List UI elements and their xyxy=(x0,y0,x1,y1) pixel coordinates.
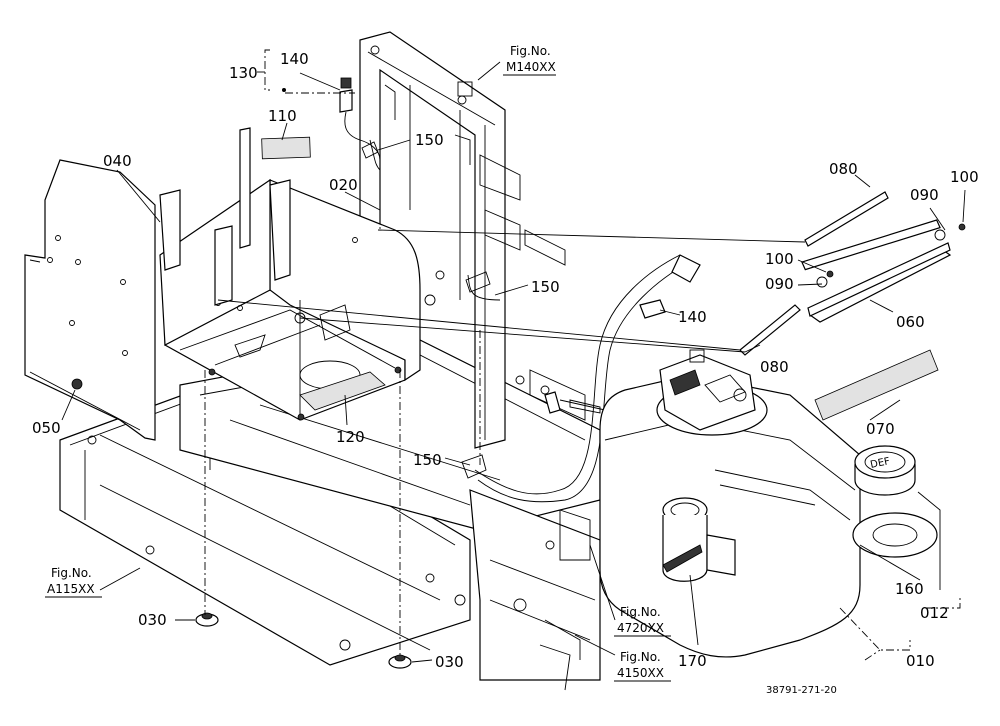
label-150-mid: 150 xyxy=(531,278,560,296)
label-170: 170 xyxy=(678,652,707,670)
label-160: 160 xyxy=(895,580,924,598)
harness xyxy=(461,254,701,503)
svg-text:M140XX: M140XX xyxy=(506,60,556,74)
fig-ref-4150: Fig.No. 4150XX xyxy=(614,650,671,682)
nut-030 xyxy=(195,612,412,669)
label-140-mid: 140 xyxy=(678,308,707,326)
def-tank-010 xyxy=(599,349,861,658)
fig-ref-4720: Fig.No. 4720XX xyxy=(614,605,671,637)
label-120: 120 xyxy=(336,428,365,446)
label-140-top: 140 xyxy=(280,50,309,68)
label-012: 012 xyxy=(920,604,949,622)
part-labels: 130 140 110 040 020 150 150 150 080 090 … xyxy=(32,50,979,671)
label-060: 060 xyxy=(896,313,925,331)
strap-060 xyxy=(801,219,966,323)
label-110: 110 xyxy=(268,107,297,125)
label-050: 050 xyxy=(32,419,61,437)
label-010: 010 xyxy=(906,652,935,670)
svg-text:4150XX: 4150XX xyxy=(617,666,664,680)
figure-references: Fig.No. M140XX Fig.No. A115XX Fig.No. 47… xyxy=(45,44,671,682)
svg-text:4720XX: 4720XX xyxy=(617,621,664,635)
label-090-top: 090 xyxy=(910,186,939,204)
panel-040 xyxy=(24,159,156,441)
cap-text: DEF xyxy=(869,456,891,471)
label-030-right: 030 xyxy=(435,653,464,671)
label-100-top: 100 xyxy=(950,168,979,186)
decal-070 xyxy=(814,349,939,421)
label-150-top: 150 xyxy=(415,131,444,149)
sensor-130 xyxy=(339,77,381,171)
box-020 xyxy=(159,127,421,421)
label-070: 070 xyxy=(866,420,895,438)
connector-140 xyxy=(639,299,666,319)
label-100-mid: 100 xyxy=(765,250,794,268)
label-030-left: 030 xyxy=(138,611,167,629)
svg-text:Fig.No.: Fig.No. xyxy=(620,605,661,619)
fig-ref-m140: Fig.No. M140XX xyxy=(503,44,556,76)
rods-080 xyxy=(739,191,889,356)
drawing-code: 38791-271-20 xyxy=(766,685,837,696)
label-040: 040 xyxy=(103,152,132,170)
svg-text:Fig.No.: Fig.No. xyxy=(620,650,661,664)
svg-text:Fig.No.: Fig.No. xyxy=(51,566,92,580)
ref-dot xyxy=(282,88,286,92)
gasket-160 xyxy=(852,512,938,558)
svg-text:A115XX: A115XX xyxy=(47,582,95,596)
label-150-low: 150 xyxy=(413,451,442,469)
fig-ref-a115: Fig.No. A115XX xyxy=(45,566,102,598)
label-080-top: 080 xyxy=(829,160,858,178)
cap-012: DEF xyxy=(854,445,916,496)
svg-text:Fig.No.: Fig.No. xyxy=(510,44,551,58)
leader-lines xyxy=(61,49,966,663)
label-080-mid: 080 xyxy=(760,358,789,376)
label-130: 130 xyxy=(229,64,258,82)
label-020: 020 xyxy=(329,176,358,194)
label-090-mid: 090 xyxy=(765,275,794,293)
